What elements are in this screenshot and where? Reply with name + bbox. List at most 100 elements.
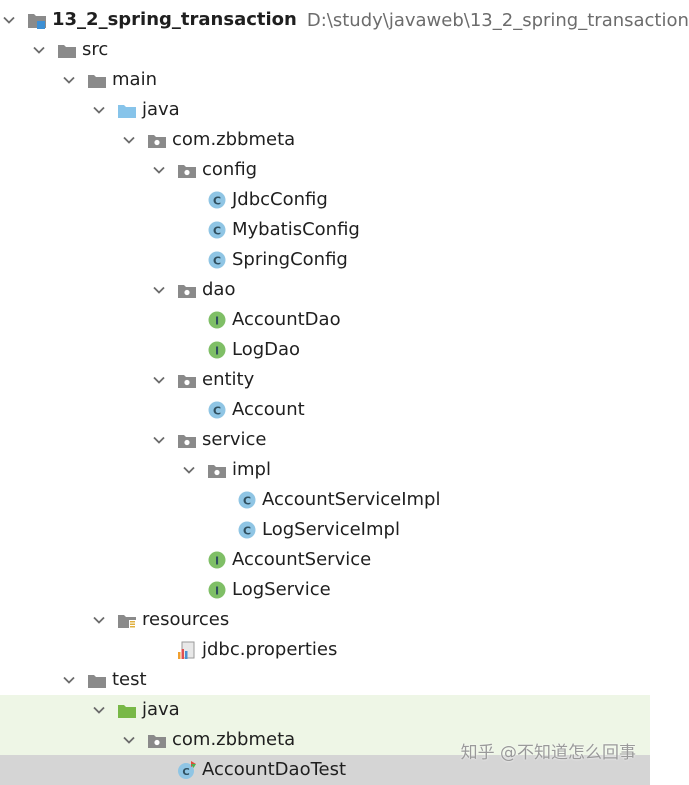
chevron-down-icon[interactable] (182, 463, 196, 477)
tree-node-label: resources (142, 609, 230, 630)
tree-node-label: entity (202, 369, 255, 390)
tree-node-label: AccountDaoTest (202, 759, 347, 780)
tree-node-label: AccountService (232, 549, 372, 570)
tree-node[interactable]: com.zbbmeta (0, 125, 650, 155)
package-icon (146, 730, 168, 750)
tree-node[interactable]: config (0, 155, 650, 185)
svg-text:C: C (243, 524, 251, 537)
tree-node[interactable]: jdbc.properties (0, 635, 650, 665)
chevron-down-icon[interactable] (32, 43, 46, 57)
tree-node-label: LogServiceImpl (262, 519, 400, 540)
tree-node[interactable]: resources (0, 605, 650, 635)
tree-node-label: jdbc.properties (202, 639, 338, 660)
tree-node[interactable]: C MybatisConfig (0, 215, 650, 245)
interface-icon: I (206, 580, 228, 600)
tree-node-label: src (82, 39, 109, 60)
tree-node-label: JdbcConfig (232, 189, 328, 210)
chevron-down-icon[interactable] (122, 133, 136, 147)
package-icon (206, 460, 228, 480)
svg-text:C: C (243, 494, 251, 507)
interface-icon: I (206, 310, 228, 330)
package-icon (176, 430, 198, 450)
tree-node[interactable]: main (0, 65, 650, 95)
source-root-folder-icon (116, 100, 138, 120)
class-icon: C (206, 250, 228, 270)
tree-node[interactable]: C LogServiceImpl (0, 515, 650, 545)
interface-icon: I (206, 340, 228, 360)
test-root-folder-icon (116, 700, 138, 720)
chevron-down-icon[interactable] (152, 283, 166, 297)
tree-node[interactable]: com.zbbmeta (0, 725, 650, 755)
tree-node[interactable]: I AccountDao (0, 305, 650, 335)
chevron-down-icon[interactable] (62, 673, 76, 687)
class-icon: C (236, 490, 258, 510)
tree-node-label: test (112, 669, 147, 690)
svg-text:I: I (215, 344, 219, 357)
tree-node-label: MybatisConfig (232, 219, 360, 240)
package-icon (176, 370, 198, 390)
tree-node-label: java (142, 699, 180, 720)
tree-node-label: java (142, 99, 180, 120)
tree-node-label: SpringConfig (232, 249, 348, 270)
tree-node[interactable]: C AccountServiceImpl (0, 485, 650, 515)
properties-file-icon (176, 640, 198, 660)
tree-node-label: main (112, 69, 157, 90)
chevron-down-icon[interactable] (122, 733, 136, 747)
interface-icon: I (206, 550, 228, 570)
svg-text:I: I (215, 584, 219, 597)
project-path: D:\study\javaweb\13_2_spring_transaction (306, 9, 689, 31)
test-class-icon: C (176, 760, 198, 780)
tree-node-label: 13_2_spring_transaction (52, 9, 297, 30)
tree-node-label: impl (232, 459, 271, 480)
chevron-down-icon[interactable] (152, 433, 166, 447)
tree-node[interactable]: service (0, 425, 650, 455)
resources-folder-icon (116, 610, 138, 630)
tree-node[interactable]: java (0, 695, 650, 725)
class-icon: C (236, 520, 258, 540)
tree-node-label: AccountDao (232, 309, 341, 330)
tree-node-label: dao (202, 279, 236, 300)
package-icon (176, 160, 198, 180)
folder-icon (56, 40, 78, 60)
tree-node[interactable]: 13_2_spring_transaction D:\study\javaweb\… (0, 5, 689, 35)
tree-node[interactable]: dao (0, 275, 650, 305)
tree-node-label: com.zbbmeta (172, 729, 296, 750)
svg-text:I: I (215, 554, 219, 567)
chevron-down-icon[interactable] (92, 613, 106, 627)
tree-node-label: Account (232, 399, 305, 420)
class-icon: C (206, 400, 228, 420)
chevron-down-icon[interactable] (92, 103, 106, 117)
package-icon (146, 130, 168, 150)
svg-text:I: I (215, 314, 219, 327)
tree-node[interactable]: entity (0, 365, 650, 395)
chevron-down-icon[interactable] (2, 13, 16, 27)
project-tree: 13_2_spring_transaction D:\study\javaweb\… (0, 5, 689, 785)
tree-node[interactable]: java (0, 95, 650, 125)
chevron-down-icon[interactable] (92, 703, 106, 717)
tree-node[interactable]: test (0, 665, 650, 695)
tree-node-label: service (202, 429, 267, 450)
class-icon: C (206, 220, 228, 240)
tree-node[interactable]: impl (0, 455, 650, 485)
tree-node[interactable]: src (0, 35, 650, 65)
chevron-down-icon[interactable] (152, 373, 166, 387)
tree-node[interactable]: C Account (0, 395, 650, 425)
tree-node[interactable]: C SpringConfig (0, 245, 650, 275)
svg-text:C: C (213, 224, 221, 237)
folder-icon (86, 670, 108, 690)
tree-node[interactable]: I AccountService (0, 545, 650, 575)
tree-node-label: LogService (232, 579, 331, 600)
chevron-down-icon[interactable] (152, 163, 166, 177)
tree-node-label: LogDao (232, 339, 301, 360)
svg-text:C: C (213, 404, 221, 417)
tree-node[interactable]: I LogDao (0, 335, 650, 365)
folder-icon (86, 70, 108, 90)
tree-node-label: AccountServiceImpl (262, 489, 441, 510)
tree-node-label: config (202, 159, 258, 180)
chevron-down-icon[interactable] (62, 73, 76, 87)
svg-text:C: C (213, 254, 221, 267)
tree-node[interactable]: I LogService (0, 575, 650, 605)
tree-node-label: com.zbbmeta (172, 129, 296, 150)
